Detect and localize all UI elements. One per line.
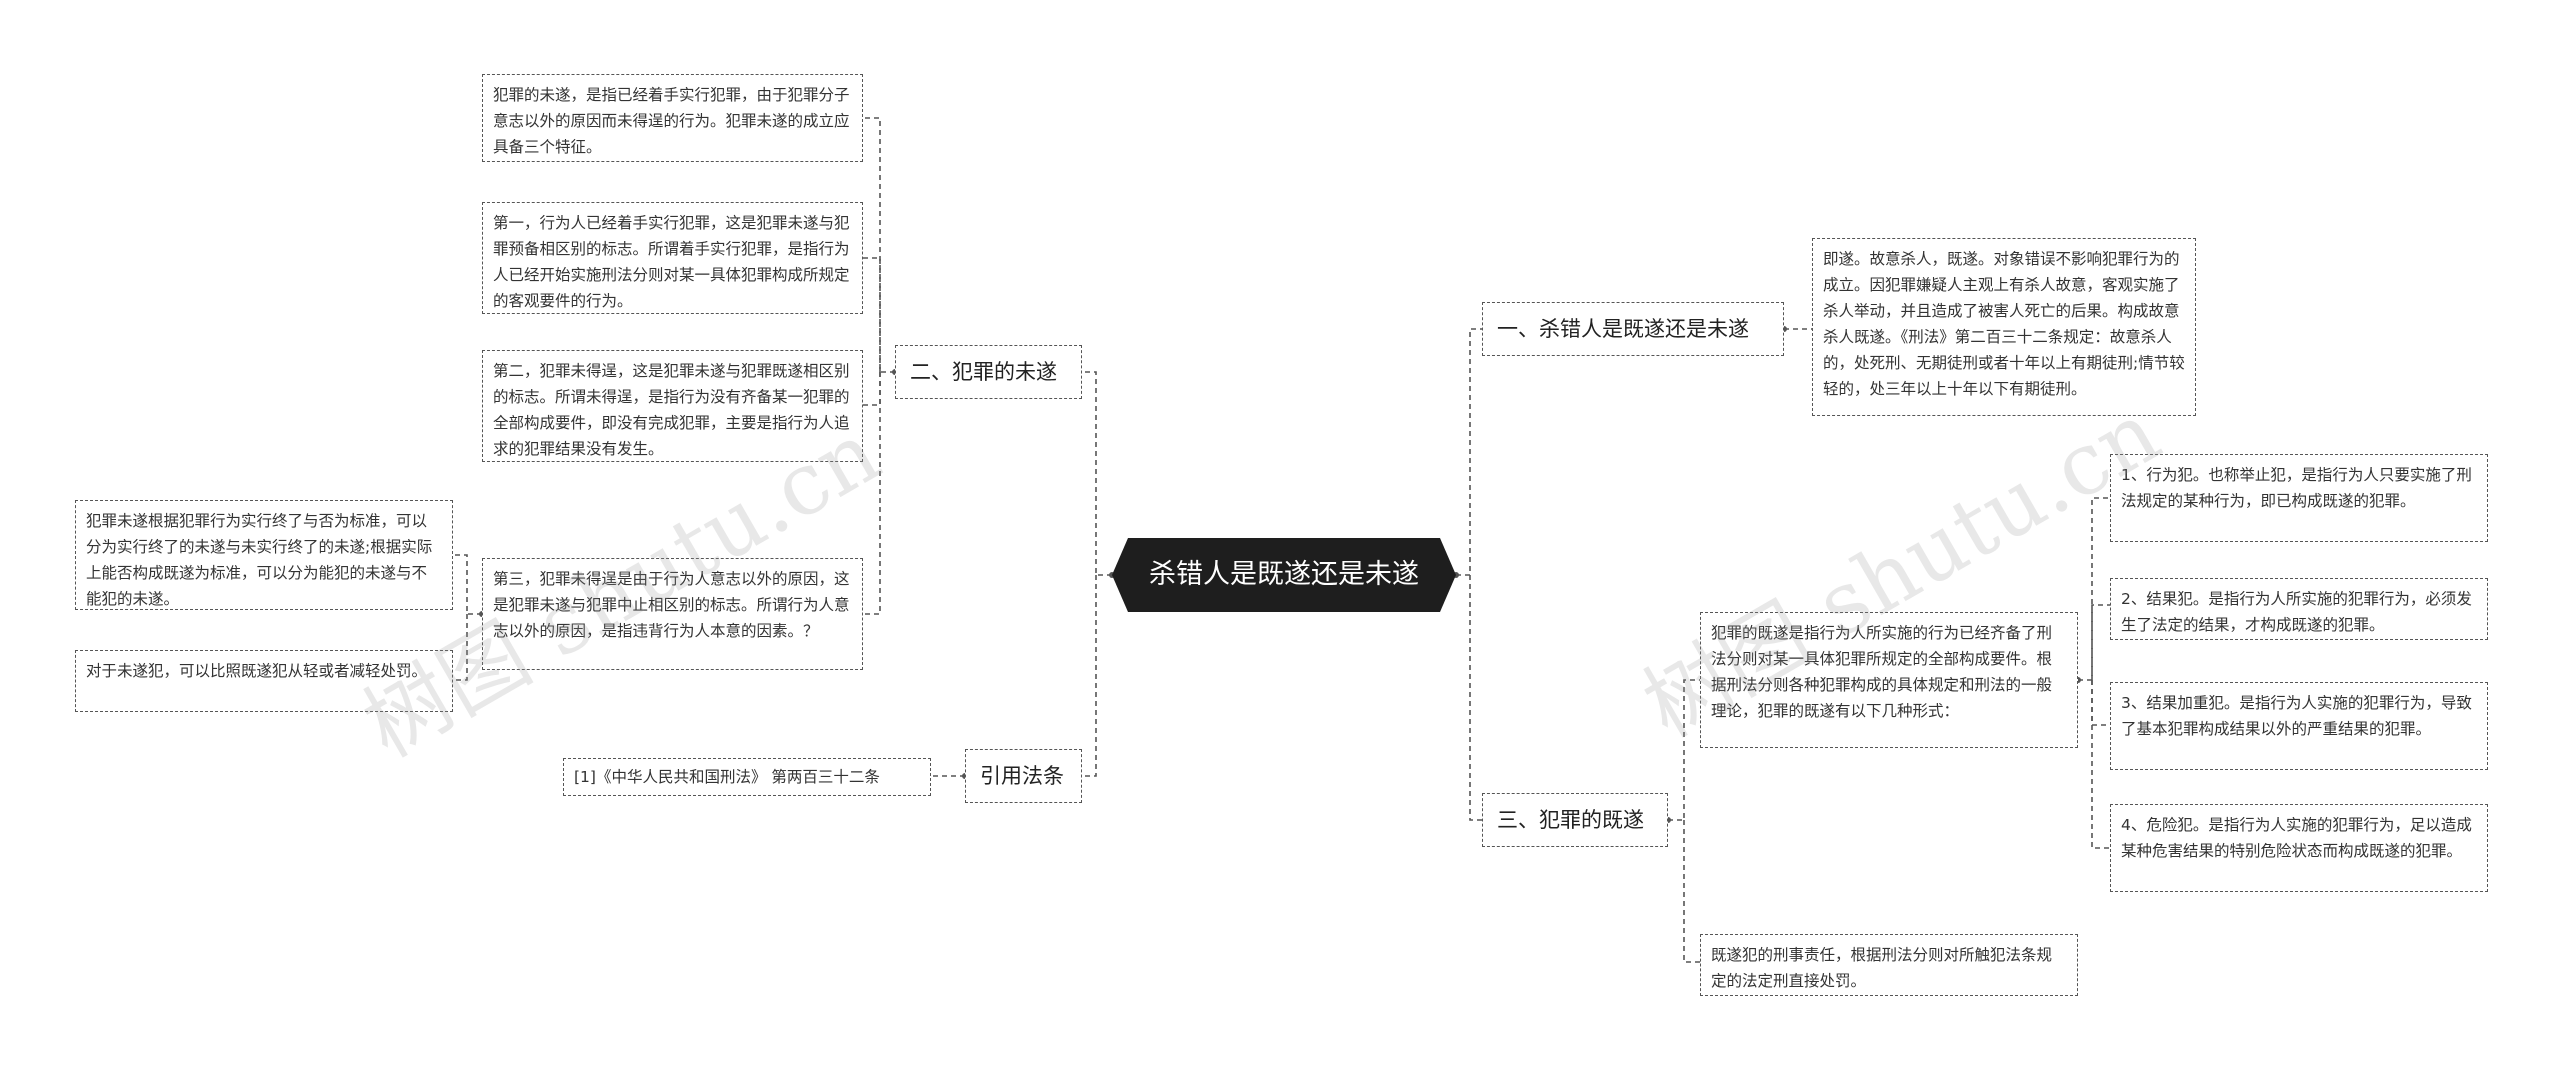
node-b2-first[interactable]: 第一，行为人已经着手实行犯罪，这是犯罪未遂与犯罪预备相区别的标志。所谓着手实行犯… xyxy=(482,202,863,314)
root-topic[interactable]: 杀错人是既遂还是未遂 xyxy=(1112,538,1456,612)
node-b3-type-2[interactable]: 2、结果犯。是指行为人所实施的犯罪行为，必须发生了法定的结果，才构成既遂的犯罪。 xyxy=(2110,578,2488,640)
node-b2-second[interactable]: 第二，犯罪未得逞，这是犯罪未遂与犯罪既遂相区别的标志。所谓未得逞，是指行为没有齐… xyxy=(482,350,863,462)
branch-cited-law[interactable]: 引用法条 xyxy=(965,749,1082,803)
node-b1-text[interactable]: 即遂。故意杀人，既遂。对象错误不影响犯罪行为的成立。因犯罪嫌疑人主观上有杀人故意… xyxy=(1812,238,2196,416)
branch-crime-attempt[interactable]: 二、犯罪的未遂 xyxy=(895,345,1082,399)
node-b3-type-3[interactable]: 3、结果加重犯。是指行为人实施的犯罪行为，导致了基本犯罪构成结果以外的严重结果的… xyxy=(2110,682,2488,770)
node-b4-text[interactable]: [1]《中华人民共和国刑法》 第两百三十二条 xyxy=(563,758,931,796)
branch-first-kill-wrong-person[interactable]: 一、杀错人是既遂还是未遂 xyxy=(1482,302,1784,356)
node-b3-type-4[interactable]: 4、危险犯。是指行为人实施的犯罪行为，足以造成某种危害结果的特别危险状态而构成既… xyxy=(2110,804,2488,892)
node-b2-third[interactable]: 第三，犯罪未得逞是由于行为人意志以外的原因，这是犯罪未遂与犯罪中止相区别的标志。… xyxy=(482,558,863,670)
node-b2-intro[interactable]: 犯罪的未遂，是指已经着手实行犯罪，由于犯罪分子意志以外的原因而未得逞的行为。犯罪… xyxy=(482,74,863,162)
node-b3-intro[interactable]: 犯罪的既遂是指行为人所实施的行为已经齐备了刑法分则对某一具体犯罪所规定的全部构成… xyxy=(1700,612,2078,748)
node-b2-third-sub2[interactable]: 对于未遂犯，可以比照既遂犯从轻或者减轻处罚。 xyxy=(75,650,453,712)
node-b2-third-sub1[interactable]: 犯罪未遂根据犯罪行为实行终了与否为标准，可以分为实行终了的未遂与未实行终了的未遂… xyxy=(75,500,453,610)
branch-crime-completed[interactable]: 三、犯罪的既遂 xyxy=(1482,793,1668,847)
node-b3-penalty[interactable]: 既遂犯的刑事责任，根据刑法分则对所触犯法条规定的法定刑直接处罚。 xyxy=(1700,934,2078,996)
node-b3-type-1[interactable]: 1、行为犯。也称举止犯，是指行为人只要实施了刑法规定的某种行为，即已构成既遂的犯… xyxy=(2110,454,2488,542)
